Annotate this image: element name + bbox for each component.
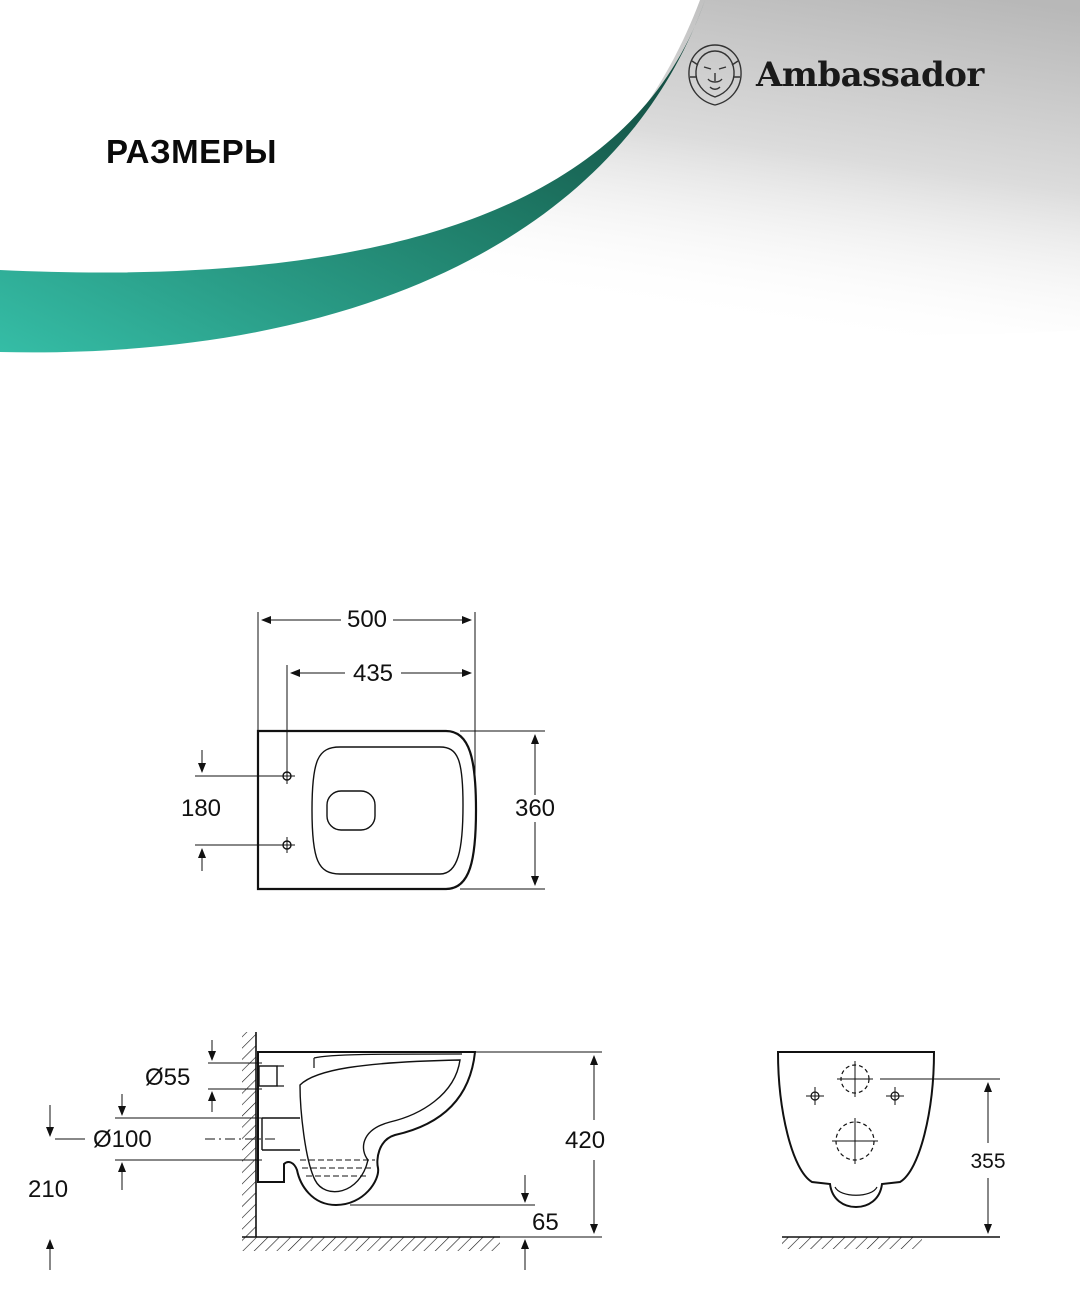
brand-name: Ambassador [756, 55, 984, 95]
side-view [46, 1032, 602, 1270]
brand-logo: Ambassador [684, 40, 984, 110]
dim-depth: 360 [515, 795, 555, 822]
dim-inlet-diameter: Ø55 [145, 1064, 190, 1091]
dim-width-inner: 435 [353, 660, 393, 687]
dim-width-total: 500 [347, 606, 387, 633]
top-view [195, 612, 545, 891]
dim-mount-spacing: 180 [181, 795, 221, 822]
dim-height: 420 [565, 1127, 605, 1154]
dim-outlet-diameter: Ø100 [93, 1126, 152, 1153]
dim-mount-height: 355 [970, 1150, 1005, 1173]
dim-bottom-clearance: 65 [532, 1209, 559, 1236]
header-banner: РАЗМЕРЫ Ambassador [0, 0, 1080, 370]
lion-head-icon [688, 44, 742, 106]
header-background [0, 0, 1080, 353]
dim-outlet-height: 210 [28, 1176, 68, 1203]
rear-view [776, 1051, 1000, 1249]
page-title: РАЗМЕРЫ [106, 133, 277, 170]
